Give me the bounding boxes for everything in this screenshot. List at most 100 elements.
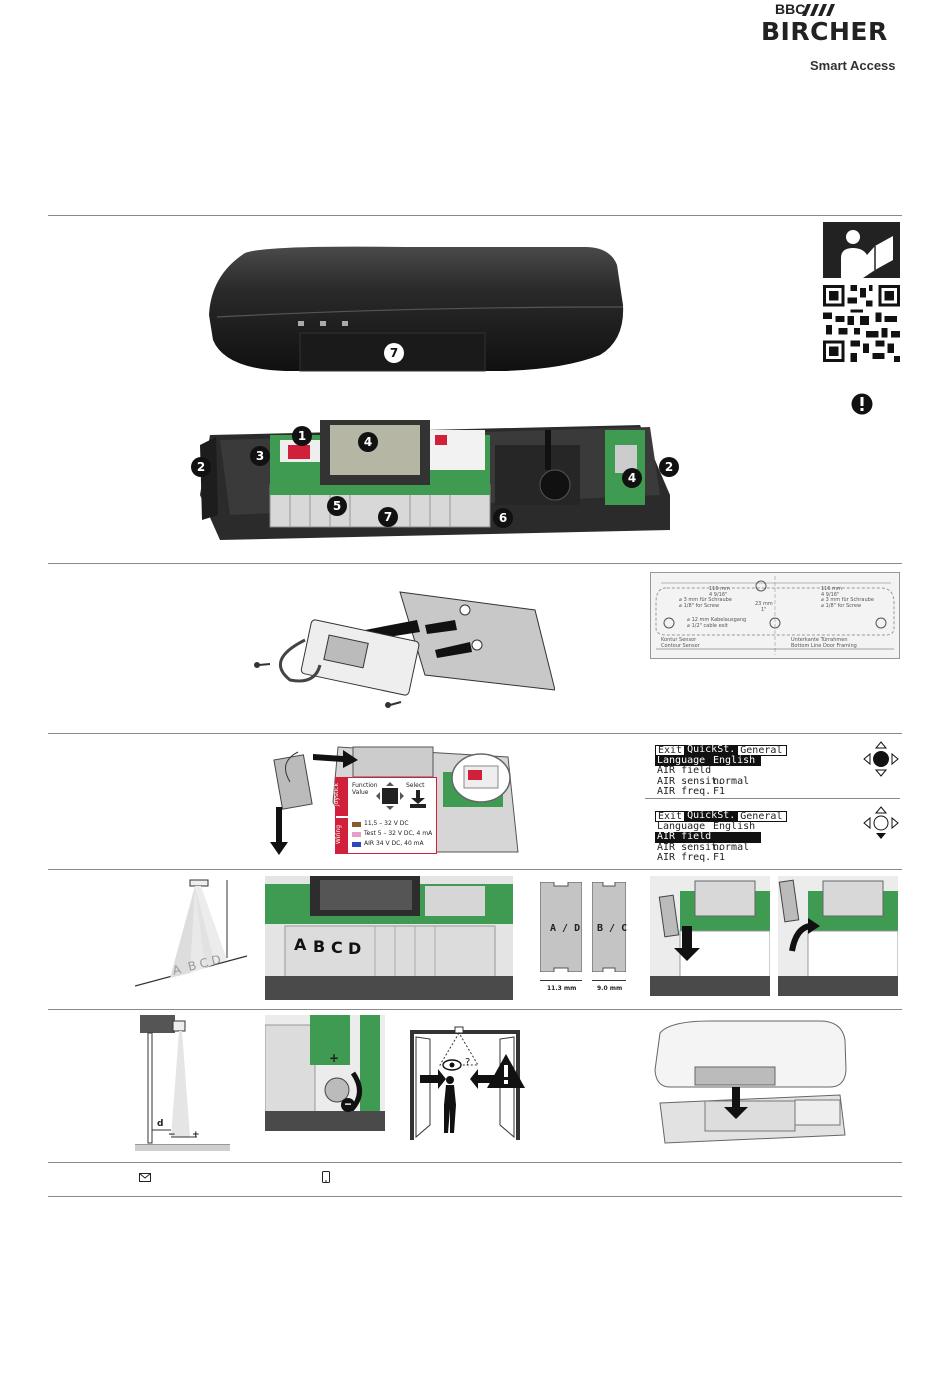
pcb-field-d: D <box>348 939 362 958</box>
menu-value <box>711 766 715 777</box>
menu-key: AIR sensit. <box>657 775 724 787</box>
dim-left: 116 mm <box>709 586 730 592</box>
callout-5: 5 <box>327 496 347 516</box>
cable-exit: ⌀ 12 mm Kabelausgang <box>687 617 747 623</box>
dim-mid: 23 mm <box>755 601 773 607</box>
callout-4: 4 <box>358 432 378 452</box>
sensor-open-image <box>200 420 670 540</box>
tab-quickstart: QuickSt. <box>685 810 738 822</box>
joystick-down-icon <box>863 806 899 839</box>
menu-key: AIR field <box>655 831 712 843</box>
brand-name: BIRCHER <box>761 17 888 46</box>
menu-key: Language <box>655 755 711 766</box>
wire-test: Test 5 – 32 V DC, 4 mA <box>364 830 433 837</box>
field-c: C <box>198 955 210 972</box>
cable-exit-en: ⌀ 1/2" cable exit <box>687 623 728 629</box>
divider <box>645 798 900 799</box>
divider <box>48 563 902 564</box>
dim-right-in: 4 9/16" <box>821 592 840 598</box>
divider <box>48 1009 902 1010</box>
mask-remove-image <box>778 876 898 996</box>
menu-key: AIR freq. <box>657 786 712 797</box>
function-label: Function <box>352 782 378 789</box>
joystick-wiring-card: Joystick Wiring Function Value Select 11… <box>332 777 437 854</box>
menu-value: F1 <box>713 786 726 797</box>
pcb-field-b: B <box>313 937 326 956</box>
tab-general: General <box>737 811 788 822</box>
wiring-side-label: Wiring <box>335 824 343 845</box>
joystick-press-icon <box>863 741 899 777</box>
angle-plus-label: + <box>329 1051 340 1065</box>
mask-bc-width: 9.0 mm <box>597 985 623 992</box>
contour-de: Kontur Sensor <box>661 637 697 643</box>
mask-ad-width: 11.3 mm <box>547 985 577 992</box>
mask-ad <box>540 882 582 972</box>
menu-value <box>711 832 761 843</box>
select-label: Select <box>406 782 425 789</box>
cover-closing-image <box>654 1020 847 1144</box>
qr-code-icon <box>823 285 900 362</box>
menu-key: AIR sensit. <box>657 841 724 853</box>
divider <box>48 733 902 734</box>
select-arrow-icon <box>410 790 426 808</box>
pcb-field-c: C <box>331 938 343 957</box>
dim-right: 116 mm <box>821 586 842 592</box>
hole-left: ⌀ 3 mm für Schraube <box>679 597 732 603</box>
hole-right: ⌀ 3 mm für Schraube <box>821 597 874 603</box>
divider <box>48 215 902 216</box>
mask-bc <box>592 882 626 972</box>
menu-key: AIR field <box>657 765 712 776</box>
callout-1: 1 <box>292 426 312 446</box>
mounting-height-diagram <box>135 1015 230 1151</box>
contour-en: Contour Sensor <box>661 643 700 649</box>
dim-mid-in: 1" <box>761 607 767 613</box>
tab-exit: Exit <box>655 745 686 756</box>
callout-7: 7 <box>384 343 404 363</box>
door-en: Bottom Line Door Framing <box>791 643 857 649</box>
tab-exit: Exit <box>655 811 686 822</box>
phone-icon[interactable] <box>322 1171 330 1183</box>
pcb-masks-image <box>265 876 513 1000</box>
callout-6: 6 <box>493 508 513 528</box>
menu-key: AIR freq. <box>657 852 712 863</box>
distance-d: d <box>157 1119 164 1129</box>
menu-value: English <box>711 755 761 766</box>
tab-general: General <box>737 745 788 756</box>
display-menu-1: Exit QuickSt. General Language English A… <box>655 744 788 798</box>
tab-quickstart: QuickSt. <box>685 744 738 756</box>
menu-value: F1 <box>713 852 726 863</box>
callout-2-right: 2 <box>659 457 679 477</box>
mask-insert-image <box>650 876 770 996</box>
hole-left-en: ⌀ 1/8" for Screw <box>679 603 720 609</box>
value-label: Value <box>352 789 369 796</box>
brand-bbc: BBC <box>775 1 806 17</box>
callout-2-left: 2 <box>191 457 211 477</box>
magnified-label <box>451 753 511 803</box>
email-icon[interactable] <box>139 1173 151 1182</box>
joystick-side-label: Joystick <box>332 783 340 806</box>
brand-logo-stripes <box>802 4 835 16</box>
callout-3: 3 <box>250 446 270 466</box>
mounting-drawing <box>254 591 555 708</box>
divider <box>48 869 902 870</box>
read-manual-icon <box>823 222 900 278</box>
detection-field-diagram <box>135 879 248 987</box>
dim-left-in: 4 9/16" <box>709 592 728 598</box>
menu-value: normal <box>713 841 750 853</box>
wire-power: 11,5 – 32 V DC <box>364 820 409 827</box>
angle-minus-label: − <box>341 1098 355 1112</box>
sensor-housing-image <box>209 246 624 372</box>
pcb-field-a: A <box>294 935 307 954</box>
menu-value: English <box>713 820 756 832</box>
divider <box>48 1196 902 1197</box>
caution-triangle-icon <box>487 1054 525 1088</box>
door-de: Unterkante Türrahmen <box>791 637 848 643</box>
angle-minus: − <box>168 1130 176 1140</box>
mask-ad-label: A / D <box>550 923 581 934</box>
field-b: B <box>186 958 198 974</box>
wire-air: AIR 34 V DC, 40 mA <box>364 840 424 847</box>
callout-7-bottom: 7 <box>378 507 398 527</box>
question-mark: ? <box>465 1057 471 1068</box>
brand-tagline: Smart Access <box>810 58 896 73</box>
